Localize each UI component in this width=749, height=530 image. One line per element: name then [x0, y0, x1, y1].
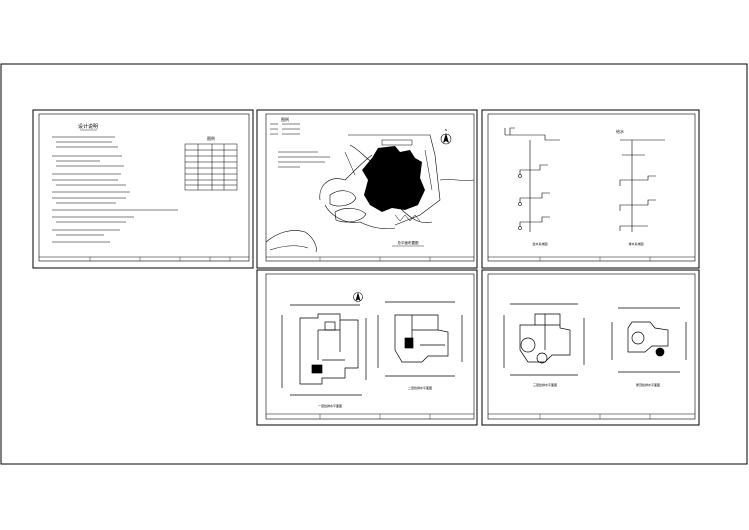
plan-roof — [611, 307, 687, 373]
outer-frame — [0, 63, 748, 465]
site-building — [362, 146, 425, 212]
plan-2f-caption: 二层给排水平面图 — [408, 385, 432, 390]
sheet-system-diagram[interactable]: 给水 给水系统图 排水系统图 — [481, 109, 700, 269]
sheet-site-plan[interactable]: 图例 — [256, 109, 478, 269]
plan-1f-caption: 一层给排水平面图 — [318, 403, 342, 408]
site-legend-title: 图例 — [281, 116, 289, 122]
site-detail-lines — [344, 139, 433, 222]
plan-1f — [281, 304, 367, 396]
plan-2f — [377, 301, 463, 377]
system-label: 给水 — [616, 128, 624, 134]
site-legend — [270, 123, 300, 135]
title-block-ticks — [319, 257, 651, 419]
sheet-floor-plans-2[interactable]: 三层给排水平面图 屋顶给排水平面图 — [481, 269, 700, 426]
plan-3f — [503, 303, 585, 376]
legend-table — [184, 143, 238, 191]
system-caption-right: 排水系统图 — [628, 241, 643, 246]
riser-right — [619, 139, 665, 232]
site-plan-caption: 总平面布置图 — [398, 240, 419, 245]
system-caption-left: 给水系统图 — [532, 241, 547, 246]
legend-table-title: 图例 — [207, 135, 215, 141]
north-arrow-site: N — [440, 128, 452, 145]
riser-left — [504, 127, 560, 232]
sheet-floor-plans-1[interactable]: 一层给排水平面图 二层给排水平面图 — [256, 269, 478, 426]
svg-text:N: N — [445, 128, 447, 132]
design-notes-title: 设计说明 — [78, 123, 98, 130]
sheet-design-notes[interactable]: 设计说明 图例 — [32, 109, 254, 269]
plan-roof-caption: 屋顶给排水平面图 — [636, 382, 660, 387]
site-notes — [278, 151, 330, 168]
north-arrow-plan — [353, 292, 363, 302]
site-landscape — [265, 134, 475, 253]
plan-3f-caption: 三层给排水平面图 — [533, 382, 557, 387]
title-block — [89, 257, 231, 261]
notes-text-lines — [52, 136, 178, 243]
